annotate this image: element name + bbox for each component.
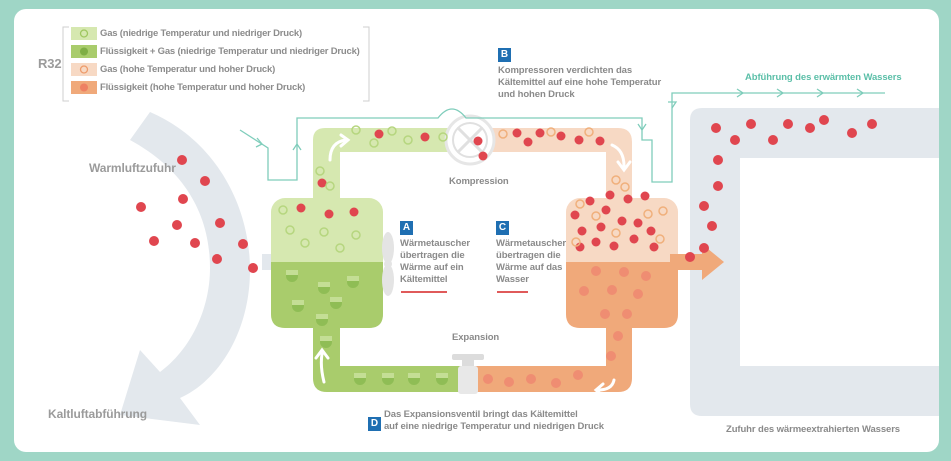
flow-direction-arrows [314, 133, 632, 398]
step-a-line: Kältemittel [400, 274, 448, 285]
legend-label: Flüssigkeit + Gas (niedrige Temperatur u… [100, 46, 360, 57]
legend-item-mix-low: Flüssigkeit + Gas (niedrige Temperatur u… [83, 44, 360, 59]
heat-to-water-arrow [670, 244, 724, 280]
heat-pump-diagram [62, 26, 939, 425]
step-c-line: Wärmetauscher [496, 238, 566, 249]
step-d-line: auf eine niedrige Temperatur und niedrig… [384, 421, 604, 432]
legend-bracket [62, 26, 370, 102]
warm-air-in-label: Warmluftzufuhr [89, 161, 176, 175]
step-a-line: Wärme auf ein [400, 262, 464, 273]
step-b-badge: B [498, 48, 511, 62]
warm-air-particles [136, 155, 258, 273]
step-c-line: übertragen die [496, 250, 561, 261]
cold-air-out-label: Kaltluftabführung [48, 407, 147, 421]
step-b-line: Kältemittel auf eine hohe Temperatur [498, 77, 662, 88]
legend-label: Flüssigkeit (hohe Temperatur und hoher D… [100, 82, 306, 93]
step-c-badge: C [496, 221, 509, 235]
water-flow-line [239, 92, 885, 183]
refrigerant-hot-gas-rings [498, 127, 668, 247]
legend-item-gas-high: Gas (hohe Temperatur und hoher Druck) [83, 62, 275, 77]
water-out-label: Abführung des erwärmten Wassers [745, 72, 902, 83]
water-in-label: Zufuhr des wärmeextrahierten Wassers [726, 424, 900, 435]
step-c-line: Wasser [496, 274, 529, 285]
step-d-line: Das Expansionsventil bringt das Kältemit… [384, 409, 578, 420]
step-c-text: Wärmetauscher übertragen die Wärme auf d… [496, 238, 566, 286]
step-c-line: Wärme auf das [496, 262, 563, 273]
legend-swatches [71, 27, 97, 94]
step-d-text: Das Expansionsventil bringt das Kältemit… [384, 409, 604, 433]
step-b-text: Kompressoren verdichten das Kältemittel … [498, 65, 661, 101]
water-flow-arrowheads [255, 88, 865, 151]
legend-label: Gas (hohe Temperatur und hoher Druck) [100, 64, 276, 75]
legend-item-gas-low: Gas (niedrige Temperatur und niedriger D… [83, 26, 302, 41]
diagram-panel: R32 Gas (niedrige Temperatur und niedrig… [14, 9, 939, 452]
compression-label: Kompression [449, 176, 509, 187]
fan-icon [382, 232, 394, 296]
step-a-badge: A [400, 221, 413, 235]
expansion-valve-icon [452, 354, 484, 394]
air-flow-arrow [120, 112, 250, 425]
step-b-line: und hohen Druck [498, 89, 575, 100]
refrigerant-cold-gas-rings [278, 125, 448, 253]
legend-item-liquid-high: Flüssigkeit (hohe Temperatur und hoher D… [83, 80, 305, 95]
step-a-text: Wärmetauscher übertragen die Wärme auf e… [400, 238, 470, 286]
refrigerant-name: R32 [38, 56, 62, 71]
step-a-line: Wärmetauscher [400, 238, 470, 249]
refrigerant-loop [271, 128, 678, 392]
refrigerant-hot-particles [296, 128, 659, 252]
step-b-line: Kompressoren verdichten das [498, 65, 633, 76]
refrigerant-mixed-particles [286, 270, 448, 385]
water-tank [690, 108, 939, 416]
water-particles [685, 115, 877, 262]
step-d-badge: D [368, 417, 381, 431]
expansion-label: Expansion [452, 332, 500, 343]
step-a-line: übertragen die [400, 250, 465, 261]
refrigerant-liquid-particles [483, 266, 651, 388]
legend-label: Gas (niedrige Temperatur und niedriger D… [100, 28, 302, 39]
